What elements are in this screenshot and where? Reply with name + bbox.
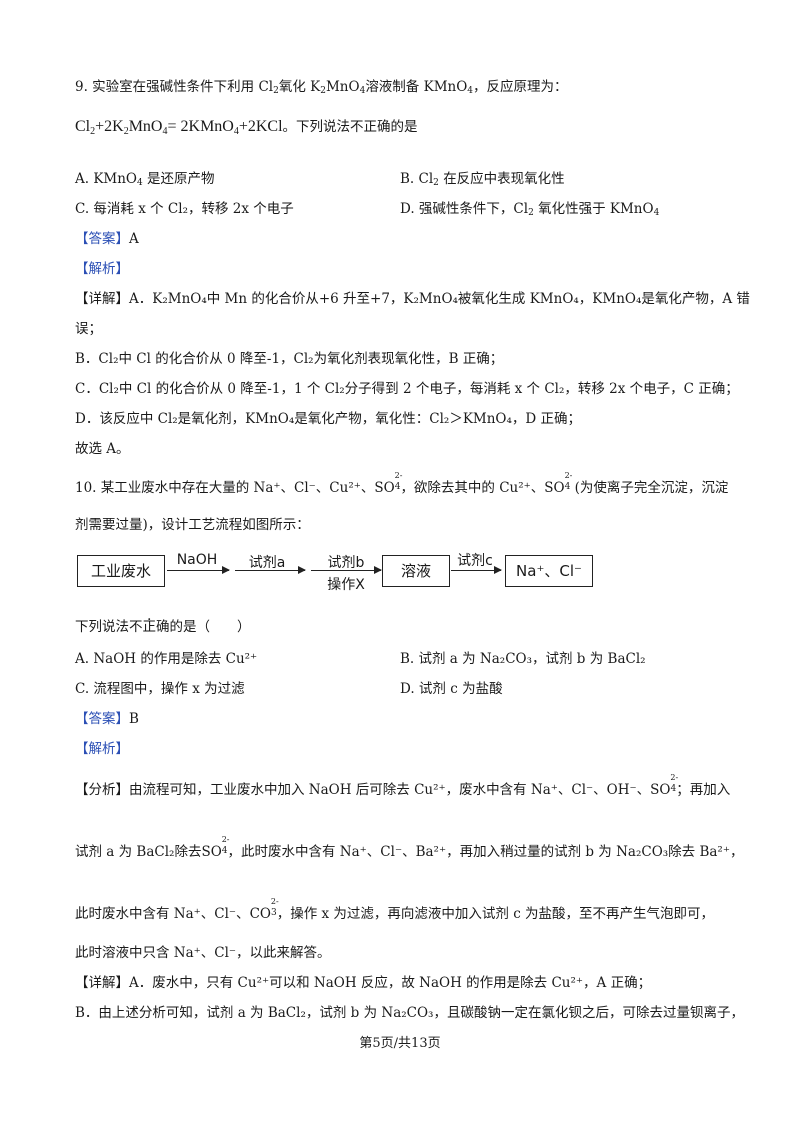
q10-detail-2: B．由上述分析可知，试剂 a 为 BaCl₂，试剂 b 为 Na₂CO₃，且碳酸… <box>75 1005 744 1021</box>
q10-detail-1: 【详解】A．废水中，只有 Cu²⁺可以和 NaOH 反应，故 NaOH 的作用是… <box>75 975 652 991</box>
q9-option-b: B. Cl2 在反应中表现氧化性 <box>400 171 565 188</box>
flow-label-operation-x: 操作X <box>327 577 365 593</box>
q9-detail-1: 【详解】A．K₂MnO₄中 Mn 的化合价从+6 升至+7，K₂MnO₄被氧化生… <box>75 291 750 307</box>
flow-arrow-1 <box>167 566 230 574</box>
q10-stem-2: 剂需要过量)，设计工艺流程如图所示： <box>75 517 310 533</box>
q10-option-a: A. NaOH 的作用是除去 Cu²⁺ <box>75 651 258 667</box>
q9-detail-3: C．Cl₂中 Cl 的化合价从 0 降至-1，1 个 Cl₂分子得到 2 个电子… <box>75 381 739 397</box>
flow-arrow-3 <box>311 566 382 574</box>
q9-detail-1b: 误； <box>75 321 102 337</box>
flow-label-reagent-b: 试剂b <box>327 555 365 571</box>
q9-option-d: D. 强碱性条件下，Cl2 氧化性强于 KMnO4 <box>400 201 660 218</box>
q9-option-a: A. KMnO4 是还原产物 <box>75 171 215 188</box>
flow-box-wastewater: 工业废水 <box>77 555 165 587</box>
q10-answer: 【答案】B <box>75 711 139 727</box>
q9-answer: 【答案】A <box>75 231 139 247</box>
flow-label-reagent-c: 试剂c <box>457 553 493 569</box>
page-number: 第5页/共13页 <box>359 1036 441 1051</box>
emphasis-not-correct: 不正确 <box>129 619 170 635</box>
q9-detail-2: B．Cl₂中 Cl 的化合价从 0 降至-1，Cl₂为氧化剂表现氧化性，B 正确… <box>75 351 504 367</box>
q10-option-c: C. 流程图中，操作 x 为过滤 <box>75 681 245 697</box>
q9-option-c: C. 每消耗 x 个 Cl₂，转移 2x 个电子 <box>75 201 294 217</box>
q10-analysis-1: 【分析】由流程可知，工业废水中加入 NaOH 后可除去 Cu²⁺，废水中含有 N… <box>75 773 731 798</box>
q10-analysis-label: 【解析】 <box>75 741 129 757</box>
flow-box-solution: 溶液 <box>382 555 450 587</box>
flow-arrow-4 <box>451 566 502 574</box>
flow-label-reagent-a: 试剂a <box>248 555 286 571</box>
q9-conclusion: 故选 A。 <box>75 441 130 457</box>
q10-prompt: 下列说法不正确的是（ ） <box>75 618 251 636</box>
q9-analysis-label: 【解析】 <box>75 261 129 277</box>
flow-box-result: Na⁺、Cl⁻ <box>505 555 593 587</box>
q9-stem: 9. 实验室在强碱性条件下利用 Cl2氧化 K2MnO4溶液制备 KMnO4，反… <box>75 79 568 96</box>
flow-label-naoh: NaOH <box>176 552 218 568</box>
flow-arrow-2 <box>235 566 306 574</box>
process-flow-diagram: 工业废水 NaOH 试剂a 试剂b 操作X 溶液 试剂c Na⁺、Cl⁻ <box>75 548 755 596</box>
q9-detail-4: D．该反应中 Cl₂是氧化剂，KMnO₄是氧化产物，氧化性：Cl₂＞KMnO₄，… <box>75 411 582 427</box>
q10-option-b: B. 试剂 a 为 Na₂CO₃，试剂 b 为 BaCl₂ <box>400 651 646 667</box>
q10-option-d: D. 试剂 c 为盐酸 <box>400 681 503 697</box>
q10-analysis-4: 此时溶液中只含 Na⁺、Cl⁻，以此来解答。 <box>75 945 331 961</box>
q9-equation: Cl2+2K2MnO4= 2KMnO4+2KCl。下列说法不正确的是 <box>75 118 418 137</box>
